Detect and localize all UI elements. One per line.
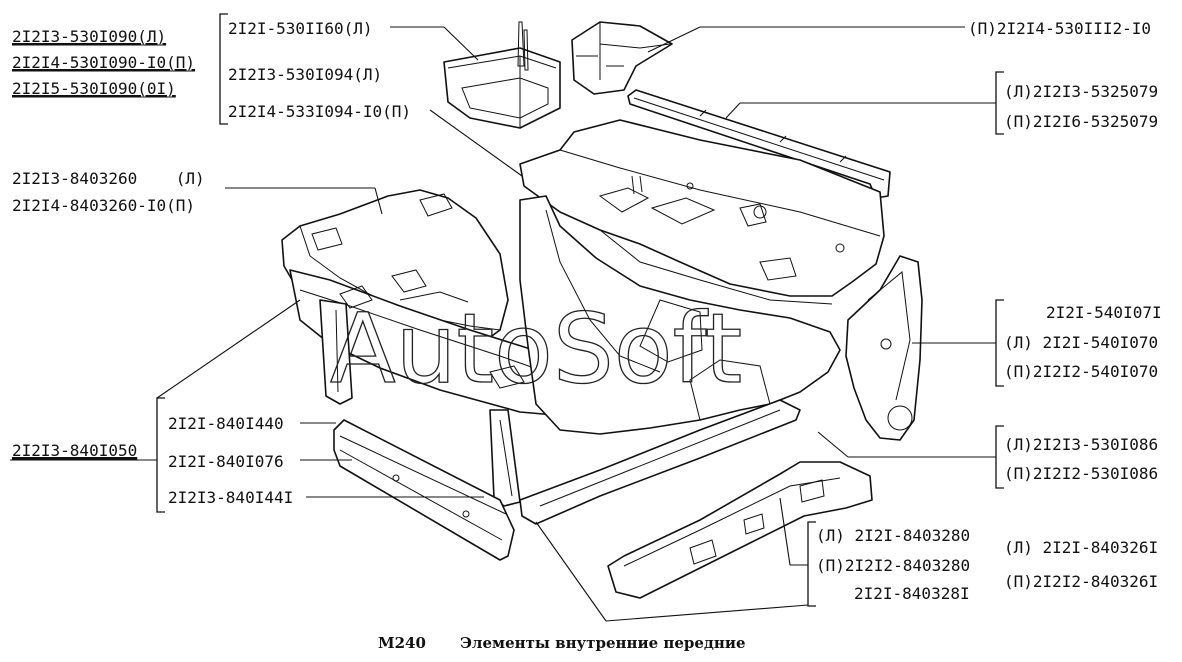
callout-text: 2I2I4-8403260-I0(П) — [12, 196, 195, 215]
callout-text: 2I2I3-840I44I — [168, 488, 293, 507]
callout-text: 2I2I5-530I090(0I) — [12, 79, 176, 98]
bracket-part — [571, 21, 673, 95]
callout-group-longitudinal-assy: (Л) 2I2I-840326I (П)2I2I2-840326I — [1004, 538, 1158, 591]
caption-code: M240 — [378, 634, 426, 652]
callout-text: 2I2I-540I07I — [1046, 303, 1162, 322]
callout-group-right-panel: 2I2I-540I07I (Л) 2I2I-540I070 (П)2I2I2-5… — [1004, 303, 1162, 381]
callout-text: (П)2I2I4-530III2-I0 — [968, 19, 1151, 38]
reinforcement-bar-part — [627, 89, 891, 199]
callout-text: (П)2I2I2-540I070 — [1004, 362, 1158, 381]
dash-panel-part — [519, 119, 885, 305]
callout-text: 2I2I3-530I090(Л) — [12, 27, 166, 46]
watermark-text: AutoSoft — [330, 293, 742, 405]
callout-text: (Л) 2I2I-540I070 — [1004, 333, 1158, 352]
callout-text: 2I2I-530II60(Л) — [228, 19, 373, 38]
callout-text: 2I2I4-530I090-I0(П) — [12, 53, 195, 72]
callout-group-front-beams: 2I2I-840I440 2I2I-840I076 2I2I3-840I44I — [168, 414, 293, 507]
diagram-caption: M240 Элементы внутренние передние — [378, 634, 746, 652]
callout-text: 2I2I3-8403260 (Л) — [12, 169, 205, 188]
callout-text: (П)2I2I2-840326I — [1004, 572, 1158, 591]
callout-group-battery-tray: 2I2I3-530I090(Л) 2I2I4-530I090-I0(П) 2I2… — [12, 27, 196, 98]
lower-beam-part — [333, 419, 515, 561]
callout-text: (П)2I2I6-5325079 — [1004, 112, 1158, 131]
right-mudguard-part — [845, 255, 923, 441]
callout-text: 2I2I-840328I — [854, 584, 970, 603]
callout-group-side-member: (Л)2I2I3-530I086 (П)2I2I2-530I086 — [1004, 435, 1158, 483]
callout-text: (Л) 2I2I-8403280 — [816, 526, 970, 545]
callout-text: (Л)2I2I3-5325079 — [1004, 82, 1158, 101]
callout-group-tray-parts: 2I2I-530II60(Л) 2I2I3-530I094(Л) 2I2I4-5… — [228, 19, 411, 121]
leader-lines — [10, 13, 1004, 622]
callout-group-reinforcement: (Л)2I2I3-5325079 (П)2I2I6-5325079 — [1004, 82, 1158, 131]
callout-text: 2I2I3-840I050 — [12, 441, 137, 460]
callout-text: 2I2I-840I076 — [168, 452, 284, 471]
right-side-member-part — [519, 195, 841, 525]
callout-text: 2I2I4-533I094-I0(П) — [228, 102, 411, 121]
callout-text: (П)2I2I2-530I086 — [1004, 464, 1158, 483]
parts-drawing — [281, 21, 923, 599]
caption-text: Элементы внутренние передние — [460, 634, 746, 652]
callout-group-longitudinal: (Л) 2I2I-8403280 (П)2I2I2-8403280 2I2I-8… — [816, 526, 970, 603]
callout-text: (Л)2I2I3-530I086 — [1004, 435, 1158, 454]
callout-text: 2I2I3-530I094(Л) — [228, 65, 382, 84]
callout-text: (П)2I2I2-8403280 — [816, 556, 970, 575]
front-side-member-part — [607, 461, 873, 599]
callout-group-mudguard-left: 2I2I3-8403260 (Л) 2I2I4-8403260-I0(П) — [12, 169, 205, 215]
callout-text: 2I2I-840I440 — [168, 414, 284, 433]
callout-text: (Л) 2I2I-840326I — [1004, 538, 1158, 557]
battery-tray-part — [443, 21, 561, 129]
